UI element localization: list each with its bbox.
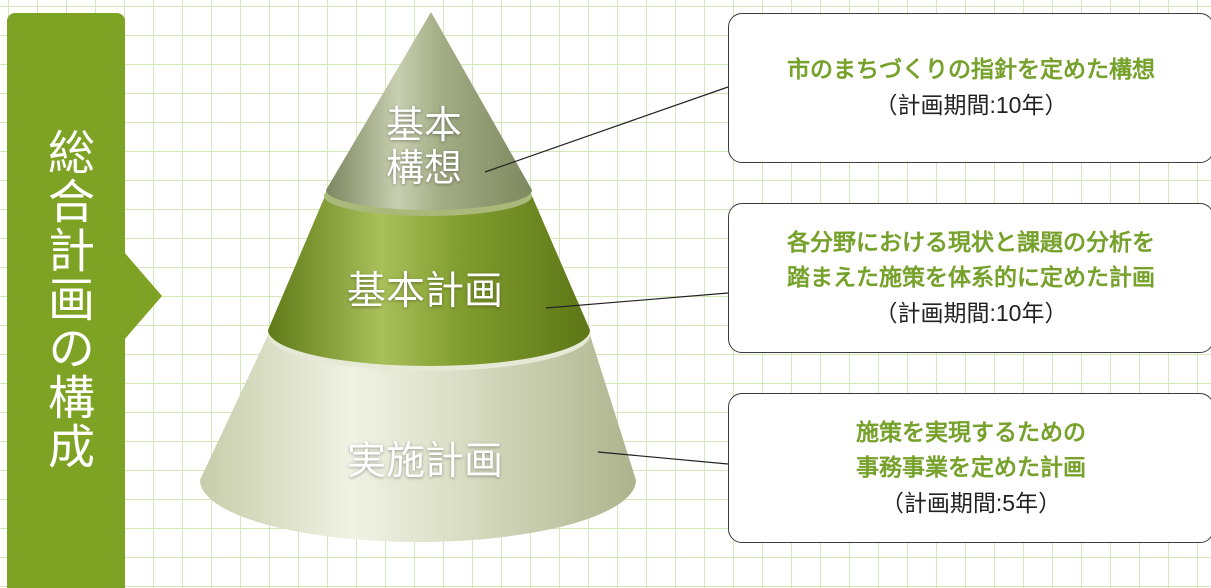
tier-middle [268, 196, 590, 366]
side-banner [7, 13, 125, 588]
pyramid-diagram [200, 12, 729, 542]
period-text: （計画期間:10年） [874, 299, 1068, 326]
period-text: （計画期間:5年） [880, 489, 1062, 516]
tier-label-middle: 基本計画 [346, 269, 503, 314]
description-line: 事務事業を定めた計画 [856, 454, 1086, 481]
banner-arrow-icon [124, 252, 162, 340]
description-line: 市のまちづくりの指針を定めた構想 [787, 56, 1155, 83]
side-title: 総合計画の構成 [39, 128, 94, 471]
description-box-top: 市のまちづくりの指針を定めた構想 （計画期間:10年） [728, 13, 1211, 163]
description-box-bottom: 施策を実現するための 事務事業を定めた計画 （計画期間:5年） [728, 393, 1211, 543]
leader-line-bottom [597, 451, 729, 465]
period-text: （計画期間:10年） [874, 92, 1068, 118]
description-line: 各分野における現状と課題の分析を [787, 228, 1155, 255]
tier-label-top: 基本 構想 [385, 103, 462, 190]
leader-line-middle [545, 292, 729, 309]
description-line: 施策を実現するための [856, 418, 1086, 445]
leader-line-top [484, 86, 729, 173]
description-line: 踏まえた施策を体系的に定めた計画 [787, 264, 1155, 291]
tier-label-bottom: 実施計画 [346, 439, 503, 484]
tier-bottom [200, 335, 636, 542]
tier-top [326, 12, 532, 210]
description-box-middle: 各分野における現状と課題の分析を 踏まえた施策を体系的に定めた計画 （計画期間:… [728, 203, 1211, 353]
